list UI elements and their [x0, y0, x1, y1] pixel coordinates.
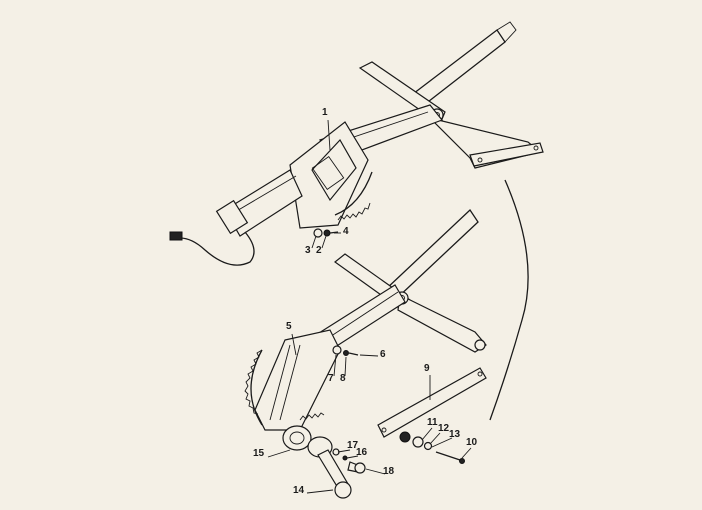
lower-regulator-assembly	[244, 208, 487, 499]
callout-13: 13	[449, 429, 461, 440]
callout-10: 10	[466, 437, 478, 448]
callout-7: 7	[328, 373, 334, 384]
callout-6: 6	[380, 349, 386, 360]
callout-12: 12	[438, 423, 450, 434]
guide-track	[489, 179, 529, 421]
callout-17: 17	[347, 440, 359, 451]
callout-14: 14	[293, 485, 305, 496]
callout-11: 11	[427, 417, 438, 428]
callout-3: 3	[305, 245, 311, 256]
callout-16: 16	[356, 447, 368, 458]
callout-2: 2	[316, 245, 322, 256]
callout-8: 8	[340, 373, 346, 384]
callout-4: 4	[343, 226, 349, 237]
upper-regulator-assembly	[169, 21, 544, 266]
callout-15: 15	[253, 448, 265, 459]
callout-5: 5	[286, 321, 292, 332]
callout-1: 1	[322, 107, 328, 118]
callout-18: 18	[383, 466, 395, 477]
callout-9: 9	[424, 363, 430, 374]
leader-lines	[267, 119, 472, 494]
